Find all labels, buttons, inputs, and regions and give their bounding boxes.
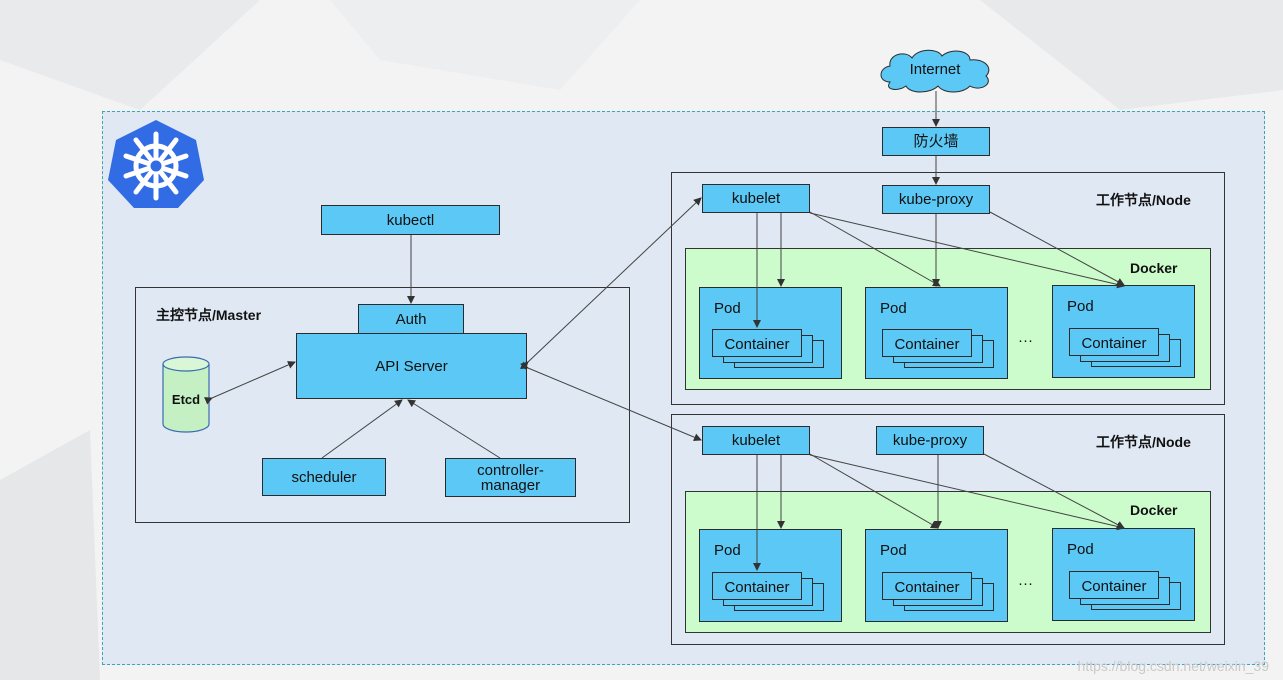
api-server-box: API Server (296, 333, 527, 399)
kubelet-label: kubelet (731, 432, 781, 449)
pod-label: Pod (1067, 298, 1094, 315)
pod-label: Pod (880, 542, 907, 559)
kubelet-box: kubelet (702, 184, 810, 213)
kube-proxy-label: kube-proxy (892, 432, 968, 449)
kubectl-label: kubectl (386, 211, 435, 229)
ellipsis: ··· (1018, 575, 1033, 592)
container-label: Container (894, 336, 960, 353)
container-box: Container (1069, 328, 1159, 356)
kubelet-box: kubelet (702, 426, 810, 455)
container-label: Container (894, 579, 960, 596)
kubernetes-logo-icon (108, 120, 204, 208)
kube-proxy-label: kube-proxy (898, 191, 974, 208)
container-label: Container (1081, 578, 1147, 595)
auth-label: Auth (395, 310, 427, 328)
container-label: Container (724, 579, 790, 596)
controller-manager-label: controller- manager (477, 461, 544, 494)
kubelet-label: kubelet (731, 190, 781, 207)
pod-box: Pod Container (1052, 285, 1195, 378)
kube-proxy-box: kube-proxy (876, 426, 984, 455)
firewall-box: 防火墙 (882, 127, 990, 156)
pod-label: Pod (1067, 541, 1094, 558)
cloud-icon (880, 49, 990, 93)
api-server-label: API Server (375, 357, 448, 375)
ellipsis: ··· (1018, 332, 1033, 349)
container-label: Container (724, 336, 790, 353)
node-title: 工作节点/Node (1096, 434, 1191, 450)
container-box: Container (882, 329, 972, 357)
firewall-label: 防火墙 (913, 133, 959, 150)
auth-box: Auth (358, 304, 464, 334)
pod-box: Pod Container (699, 287, 842, 379)
kube-proxy-box: kube-proxy (882, 185, 990, 214)
pod-box: Pod Container (1052, 528, 1195, 621)
master-title: 主控节点/Master (156, 307, 262, 323)
worker-node-region: 工作节点/Node (671, 414, 1225, 645)
pod-label: Pod (714, 542, 741, 559)
controller-manager-box: controller- manager (445, 458, 576, 497)
internet-label: Internet (909, 60, 961, 78)
pod-box: Pod Container (865, 287, 1008, 379)
pod-label: Pod (880, 300, 907, 317)
node-title: 工作节点/Node (1096, 192, 1191, 208)
etcd-label: Etcd (171, 392, 201, 407)
scheduler-label: scheduler (291, 468, 357, 486)
scheduler-box: scheduler (262, 458, 386, 496)
watermark: https://blog.csdn.net/weixin_39 (1077, 658, 1269, 674)
docker-title: Docker (1130, 502, 1178, 518)
container-box: Container (712, 572, 802, 600)
container-label: Container (1081, 335, 1147, 352)
pod-label: Pod (714, 300, 741, 317)
pod-box: Pod Container (699, 529, 842, 622)
docker-title: Docker (1130, 260, 1178, 276)
container-box: Container (712, 329, 802, 357)
database-cylinder-icon (162, 356, 210, 433)
container-box: Container (1069, 571, 1159, 599)
container-box: Container (882, 572, 972, 600)
kubectl-box: kubectl (321, 205, 500, 235)
pod-box: Pod Container (865, 529, 1008, 622)
